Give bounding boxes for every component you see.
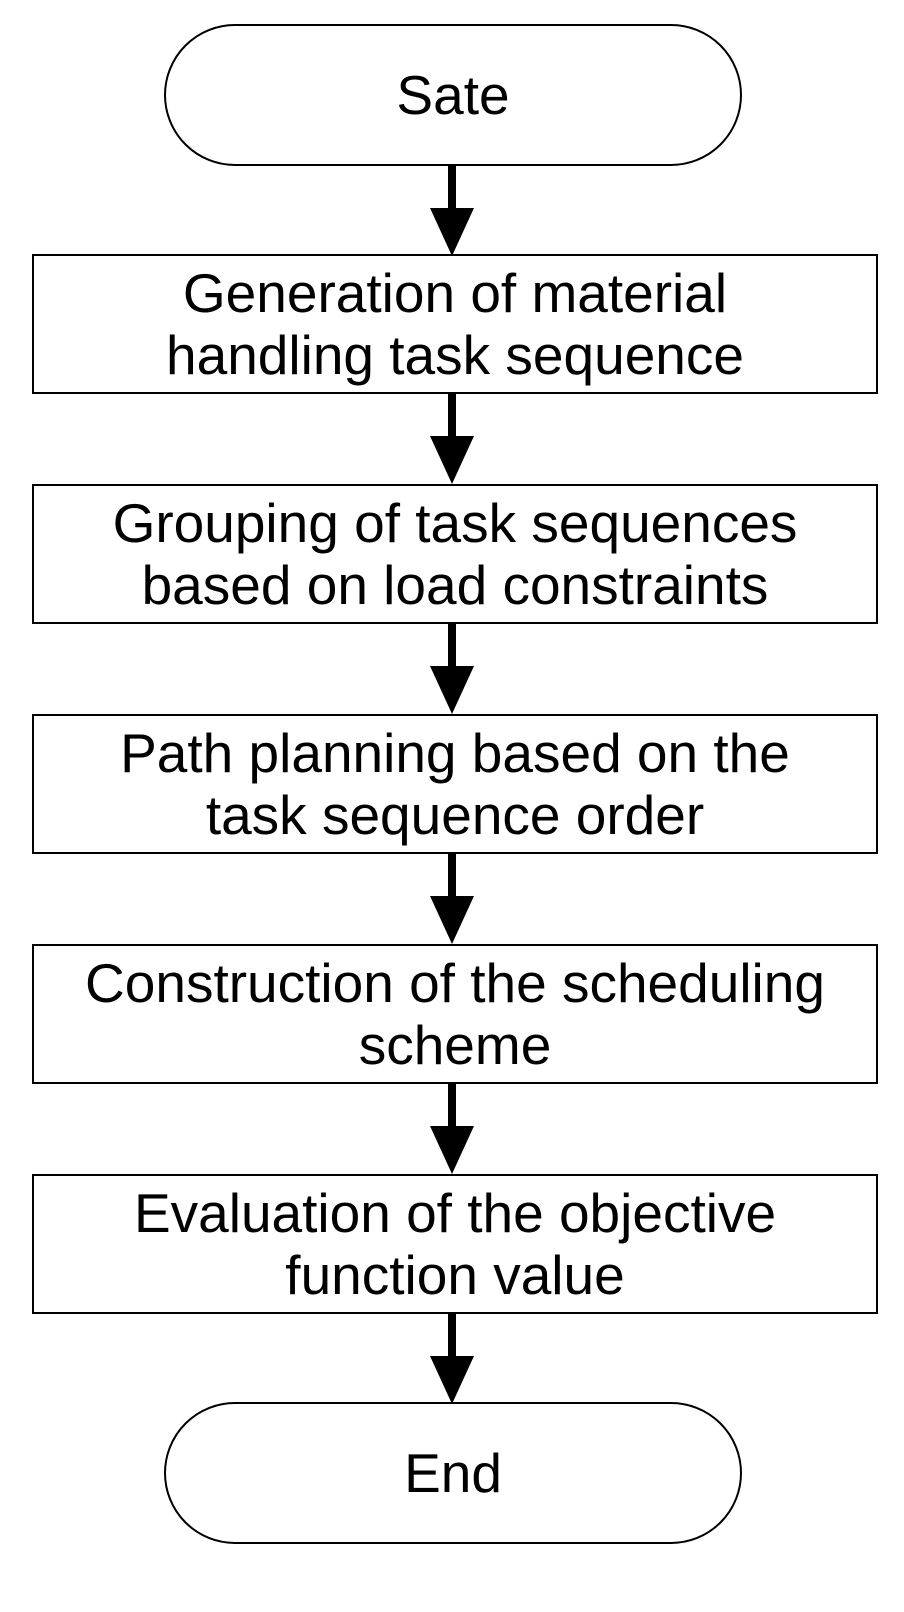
start-label: Sate [396,64,510,126]
step-5-box: Evaluation of the objective function val… [32,1174,878,1314]
step-3-box: Path planning based on the task sequence… [32,714,878,854]
step-2-label: Grouping of task sequences based on load… [112,492,798,616]
arrow-step-3-to-step-4 [430,854,474,944]
step-5-label: Evaluation of the objective function val… [133,1182,777,1306]
arrowhead-icon [430,208,474,256]
arrow-step-4-to-step-5 [430,1084,474,1174]
step-1-label: Generation of material handling task seq… [166,262,744,386]
arrow-step-5-to-end [430,1314,474,1404]
step-1-box: Generation of material handling task seq… [32,254,878,394]
arrowhead-icon [430,1356,474,1404]
end-label: End [404,1442,502,1504]
arrow-step-1-to-step-2 [430,394,474,484]
arrowhead-icon [430,436,474,484]
end-terminal: End [164,1402,742,1544]
arrowhead-icon [430,1126,474,1174]
arrow-step-2-to-step-3 [430,624,474,714]
step-3-label: Path planning based on the task sequence… [120,722,790,846]
step-2-box: Grouping of task sequences based on load… [32,484,878,624]
step-4-label: Construction of the scheduling scheme [85,952,825,1076]
arrowhead-icon [430,666,474,714]
arrow-start-to-step-1 [430,166,474,256]
start-terminal: Sate [164,24,742,166]
step-4-box: Construction of the scheduling scheme [32,944,878,1084]
arrowhead-icon [430,896,474,944]
